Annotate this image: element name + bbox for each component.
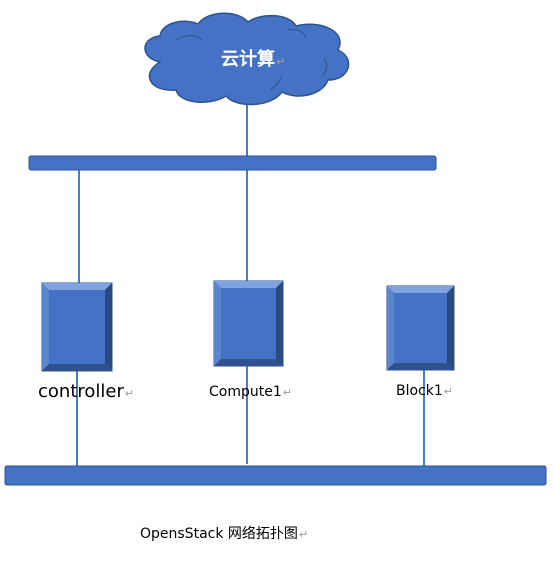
diagram-caption: OpensStack 网络拓扑图↵ (140, 523, 308, 543)
diagram-caption-text: OpensStack 网络拓扑图 (140, 526, 298, 542)
block1-label: Block1↵ (396, 383, 453, 399)
bottom-network-bus (4, 465, 547, 486)
controller-server-icon (41, 282, 113, 372)
top-network-bus (28, 155, 437, 171)
controller-label: controller↵ (38, 381, 134, 402)
cloud-icon (144, 12, 350, 106)
paragraph-mark-icon: ↵ (276, 55, 286, 68)
paragraph-mark-icon: ↵ (124, 387, 135, 400)
compute1-label-text: Compute1 (209, 384, 282, 400)
block1-server-icon (386, 285, 455, 371)
compute1-server-icon (213, 280, 284, 367)
compute1-label: Compute1↵ (209, 384, 292, 400)
controller-label-text: controller (38, 381, 124, 402)
cloud-label-text: 云计算 (221, 49, 275, 70)
cloud-label: 云计算↵ (221, 45, 285, 71)
block1-label-text: Block1 (396, 383, 443, 399)
paragraph-mark-icon: ↵ (298, 528, 309, 541)
paragraph-mark-icon: ↵ (443, 385, 453, 398)
paragraph-mark-icon: ↵ (282, 386, 292, 399)
